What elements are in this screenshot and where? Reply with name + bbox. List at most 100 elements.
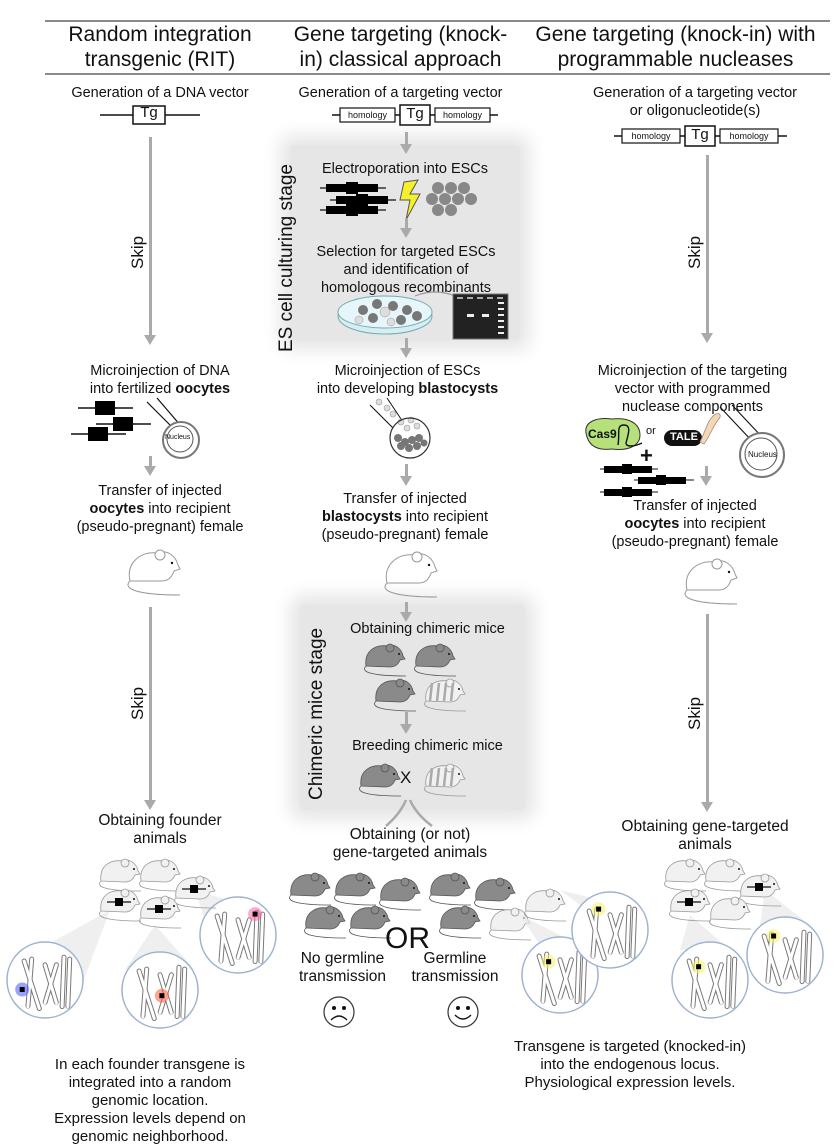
rit-arrowhead-2 (144, 466, 156, 476)
rit-step-vector: Generation of a DNA vector (71, 85, 249, 101)
classical-homology-left: homology (347, 110, 388, 120)
breeding-outcome-arrows (385, 799, 433, 827)
recipient-mouse-icon (127, 549, 181, 596)
plus-symbol: + (640, 443, 653, 468)
founder-chromosome-red (121, 925, 199, 1029)
breeding-mouse (359, 763, 402, 797)
founder-mouse (99, 858, 142, 892)
recipient-mouse-icon (384, 551, 438, 598)
founder-chromosome-pink (195, 890, 277, 974)
rit-skip-arrow-1 (149, 137, 152, 337)
no-germline-transmission-label: No germline transmission (299, 950, 386, 985)
rit-step-obtaining: Obtaining founder animals (98, 812, 222, 847)
targeted-mouse (524, 888, 567, 922)
classical-arrowhead-3 (400, 348, 412, 358)
rit-skip-label-2: Skip (128, 683, 148, 723)
chimeric-mouse (374, 678, 417, 712)
targeted-chromosome (746, 890, 824, 994)
germline-transmission-label: Germline transmission (411, 950, 499, 985)
rit-skip-arrow-2 (149, 607, 152, 802)
chimeric-mouse (364, 643, 407, 677)
column-title-nucleases: Gene targeting (knock-in) with programma… (535, 23, 816, 71)
founder-mouse (139, 858, 182, 892)
electroporation-illustration (320, 179, 477, 221)
classical-step-transfer: Transfer of injected blastocysts into re… (321, 491, 489, 543)
tale-icon (664, 413, 721, 446)
nuclease-homology-right: homology (729, 131, 769, 141)
classical-arrow-4 (405, 464, 408, 478)
classical-arrowhead-2 (400, 228, 412, 238)
nuclease-homology-left: homology (631, 131, 671, 141)
classical-step-chimeric: Obtaining chimeric mice (350, 621, 505, 637)
smiley-face-icon (447, 996, 479, 1028)
column-title-rit: Random integration transgenic (RIT) (68, 23, 252, 71)
rit-step-transfer: Transfer of injected oocytes into recipi… (76, 483, 244, 535)
tale-label: TALE (670, 431, 698, 443)
classical-arrowhead-4 (400, 476, 412, 486)
header-top-rule (45, 20, 830, 22)
rit-conclusion: In each founder transgene is integrated … (54, 1056, 246, 1145)
rit-tg-label: Tg (140, 104, 158, 121)
classical-tg-label: Tg (406, 105, 424, 122)
rit-skip-arrowhead-1 (144, 335, 156, 345)
classical-arrow-6 (405, 712, 408, 726)
cross-symbol: X (400, 768, 412, 787)
classical-step-selection: Selection for targeted ESCs and identifi… (316, 244, 496, 296)
rit-arrow-2 (149, 456, 152, 468)
outcome-mouse (429, 872, 472, 906)
targeted-mouse (704, 858, 747, 892)
chimeric-stage-label: Chimeric mice stage (306, 627, 327, 800)
founder-mice-group (6, 858, 277, 1029)
or-separator: OR (385, 922, 430, 955)
recipient-mouse-icon (684, 558, 738, 605)
classical-step-microinjection: Microinjection of ESCs into developing b… (316, 363, 499, 397)
oocyte-nucleus-icon (146, 397, 200, 459)
nuclease-skip-arrow-2 (706, 614, 709, 804)
outcome-mouse (439, 905, 482, 939)
classical-arrow-5 (405, 602, 408, 614)
dna-fragments-icon (71, 401, 151, 441)
targeted-mouse (709, 896, 752, 930)
sad-face-icon (323, 996, 355, 1028)
targeted-chromosome (520, 915, 599, 1014)
nuclease-skip-arrowhead-1 (701, 333, 713, 343)
rit-skip-label-1: Skip (128, 232, 148, 272)
classical-arrowhead-5 (400, 612, 412, 622)
striped-chimeric-mouse (424, 678, 467, 712)
targeted-chromosome (671, 915, 749, 1019)
nuclease-step-obtaining: Obtaining gene-targeted animals (621, 818, 789, 853)
blastocyst-injection-icon (369, 397, 431, 459)
classical-arrow-1 (405, 132, 408, 146)
rit-step-microinjection: Microinjection of DNA into fertilized oo… (89, 363, 231, 397)
chimeric-mouse (414, 643, 457, 677)
nuclease-conclusion: Transgene is targeted (knocked-in) into … (513, 1038, 747, 1091)
nuclease-skip-label-1: Skip (685, 232, 705, 272)
chimeric-stage-panel (300, 605, 525, 810)
outcome-mouse (289, 872, 332, 906)
nuclease-dna-fragments-icon (600, 464, 694, 497)
outcome-mice-group (289, 872, 532, 941)
nuclease-step-vector: Generation of a targeting vector or olig… (593, 85, 797, 119)
classical-arrow-3 (405, 338, 408, 350)
founder-mouse-transgenic (174, 875, 217, 909)
header-bottom-rule (45, 73, 830, 75)
gene-targeted-mice-group (520, 858, 824, 1019)
classical-targeting-construct (332, 104, 498, 126)
column-title-classical: Gene targeting (knock- in) classical app… (293, 23, 508, 71)
es-cell-stage-label: ES cell culturing stage (276, 164, 297, 352)
outcome-mouse-white (489, 907, 532, 941)
outcome-mouse (474, 877, 517, 911)
classical-arrowhead-1 (400, 144, 412, 154)
or-small-label: or (646, 425, 656, 437)
outcome-mouse (349, 905, 392, 939)
classical-arrowhead-6 (400, 724, 412, 734)
nuclease-skip-arrowhead-2 (701, 802, 713, 812)
breeding-striped-mouse (424, 763, 467, 797)
classical-homology-right: homology (442, 110, 483, 120)
founder-mouse-transgenic (139, 895, 182, 929)
classical-arrow-2 (405, 218, 408, 230)
targeted-chromosome (560, 890, 649, 969)
outcome-mouse (304, 905, 347, 939)
nuclease-step-microinjection: Microinjection of the targeting vector w… (597, 363, 788, 415)
rit-tg-construct (100, 105, 200, 125)
